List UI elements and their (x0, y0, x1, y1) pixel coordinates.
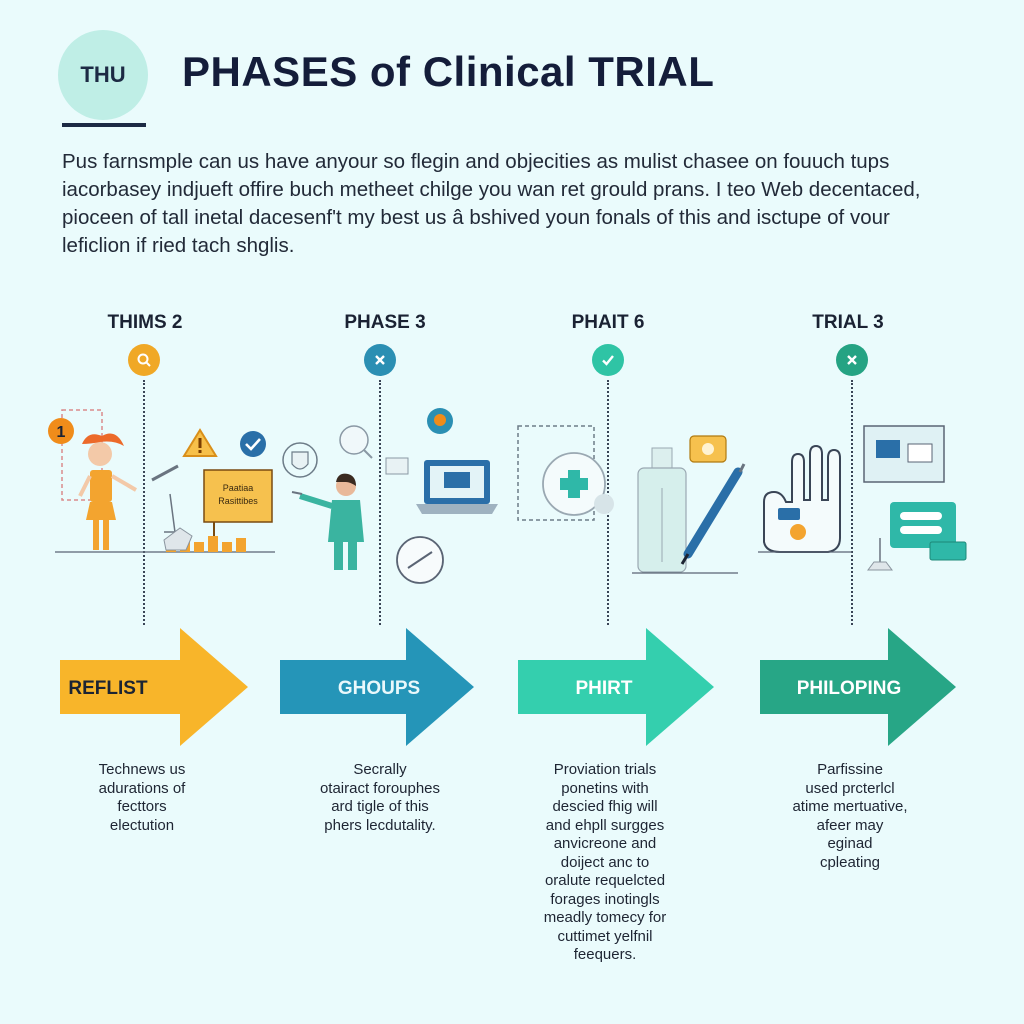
logo-underline (62, 123, 146, 127)
page-title: PHASES of Clinical TRIAL (182, 48, 715, 95)
phase-2-illustration (282, 408, 498, 584)
phase-label-3: PHAIT 6 (571, 312, 645, 333)
description-line: forages inotingls (550, 890, 660, 908)
logo-text: THU (80, 62, 126, 87)
phase-3-description: Proviation trials ponetins with descied … (505, 761, 705, 965)
arrow-shape (60, 628, 248, 746)
arrow-shape (280, 628, 474, 746)
magnifier-icon (339, 425, 373, 459)
description-line: Secrally (353, 761, 407, 778)
description-line: electution (109, 816, 175, 834)
arrow-label: PHILOPING (797, 678, 902, 699)
arrow-label: REFLIST (68, 678, 148, 699)
intro-line: iacorbasey indjueft offire buch metheet … (62, 178, 921, 201)
doctor-figure (291, 473, 364, 570)
card-icon (890, 502, 967, 561)
phase-label-4: TRIAL 3 (812, 312, 884, 333)
phase-3-illustration (517, 425, 746, 574)
timeline-guide (143, 380, 145, 625)
description-line: anvicreone and (553, 835, 657, 852)
logo-badge: THU (58, 30, 148, 120)
arrow-shape (518, 628, 714, 746)
medical-cross-icon (542, 452, 606, 516)
stand-icon (867, 538, 893, 571)
description-line: oralute requelcted (544, 872, 666, 889)
phase-1-description: Technews us adurations of fecttors elect… (42, 761, 242, 835)
phase-1-illustration: 1 Paatiaa Rasittibes (48, 409, 275, 553)
shield-icon (282, 442, 318, 478)
phase-4-description: Parfissine used prcterlcl atime mertuati… (750, 761, 950, 872)
arrow-shape (760, 628, 956, 746)
phase-2-description: Secrally otairact forouphes ard tigle of… (280, 761, 480, 835)
description-line: cpleating (819, 853, 881, 871)
check-icon (592, 344, 624, 376)
description-line: Parfissine (817, 761, 883, 778)
coin-icon (689, 435, 727, 463)
pen-icon (680, 463, 746, 565)
arrow-ghoups: GHOUPS (280, 628, 474, 746)
description-line: atime mertuative, (792, 798, 908, 815)
check-icon (240, 431, 266, 457)
timeline-guide (379, 380, 381, 625)
arrow-phirt: PHIRT (518, 628, 714, 746)
pen-icon (151, 464, 180, 541)
description-line: used prcterlcl (805, 779, 895, 797)
intro-line: leficlion if ried tach shglis. (62, 234, 295, 257)
intro-line: pioceen of tall inetal dacesenf't my bes… (62, 206, 890, 229)
hand-icon (763, 444, 841, 553)
laptop-icon (416, 460, 498, 514)
arrow-philoping: PHILOPING (760, 628, 956, 746)
warning-icon (182, 428, 218, 457)
sign-text: Paatiaa (223, 483, 254, 493)
bottle-icon (637, 447, 687, 573)
description-line: and ehpll surgges (545, 816, 665, 834)
description-line: Technews us (98, 761, 186, 778)
search-icon (128, 344, 160, 376)
description-line: eginad (827, 835, 873, 852)
description-line: afeer may (816, 816, 884, 834)
gauge-icon (396, 536, 444, 584)
number-marker: 1 (48, 418, 74, 444)
phase-4-illustration (758, 425, 967, 571)
intro-line: Pus farnsmple can us have anyour so fleg… (62, 150, 890, 173)
researcher-figure (78, 433, 138, 550)
marker-number: 1 (57, 424, 66, 441)
close-icon (364, 344, 396, 376)
close-icon (836, 344, 868, 376)
arrow-reflist: REFLIST (60, 628, 248, 746)
description-line: ard tigle of this (331, 798, 429, 815)
sign-text: Rasittibes (218, 496, 258, 506)
arrow-label: GHOUPS (338, 678, 420, 699)
phase-label-2: PHASE 3 (344, 312, 426, 333)
timeline-guide (851, 380, 853, 625)
description-line: Proviation trials (553, 761, 657, 778)
intro-paragraph: Pus farnsmple can us have anyour so fleg… (62, 148, 962, 260)
description-line: descied fhig will (552, 798, 658, 815)
phase-label-1: THIMS 2 (107, 312, 183, 333)
chat-icon (863, 425, 945, 483)
sign-board: Paatiaa Rasittibes (203, 469, 273, 542)
description-line: ponetins with (561, 779, 649, 797)
description-line: doiject anc to (560, 853, 650, 871)
description-line: cuttimet yelfnil (557, 927, 653, 945)
arrow-label: PHIRT (576, 678, 633, 699)
description-line: otairact forouphes (319, 779, 441, 797)
description-line: meadly tomecy for (543, 909, 667, 926)
description-line: adurations of (98, 779, 186, 797)
description-line: phers lecdutality. (324, 816, 436, 834)
description-line: fecttors (117, 798, 167, 815)
lamp-icon (427, 408, 453, 434)
description-line: feequers. (573, 946, 637, 963)
